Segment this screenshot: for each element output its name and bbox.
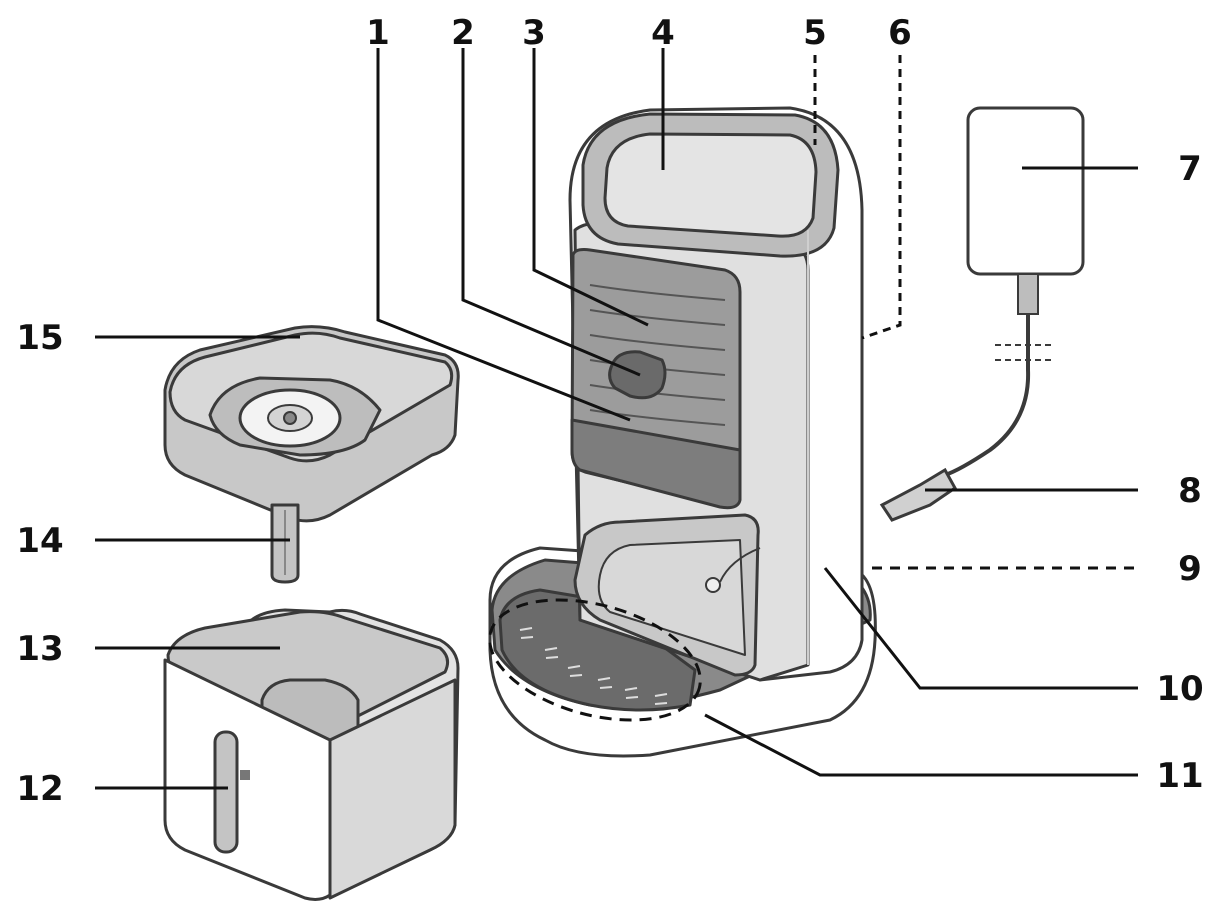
leader-lines bbox=[95, 48, 1138, 790]
tray-spout bbox=[705, 577, 721, 593]
callout-6: 6 bbox=[888, 13, 912, 53]
control-panel-highlight bbox=[488, 598, 702, 722]
adapter-strain-relief bbox=[1017, 273, 1039, 315]
cable-break bbox=[995, 344, 1055, 361]
callout-3: 3 bbox=[522, 13, 546, 53]
tank-side bbox=[328, 678, 457, 900]
leader-2 bbox=[461, 48, 641, 377]
leader-10 bbox=[823, 567, 1138, 690]
callout-13: 13 bbox=[16, 629, 63, 669]
tank-level-window bbox=[213, 730, 239, 854]
callout-7: 7 bbox=[1178, 149, 1202, 189]
filter-valve-center bbox=[283, 411, 297, 425]
water-tank bbox=[163, 608, 460, 901]
dc-plug bbox=[879, 467, 957, 522]
max-mark bbox=[240, 770, 250, 780]
callout-9: 9 bbox=[1178, 549, 1202, 589]
adapter-body bbox=[966, 106, 1085, 276]
tray-spout-line bbox=[719, 547, 761, 583]
callout-5: 5 bbox=[803, 13, 827, 53]
power-adapter bbox=[879, 106, 1085, 522]
callout-8: 8 bbox=[1178, 471, 1202, 511]
control-buttons bbox=[519, 627, 668, 705]
leader-6 bbox=[861, 55, 902, 340]
callout-11: 11 bbox=[1156, 756, 1203, 796]
callout-14: 14 bbox=[16, 521, 63, 561]
callout-4: 4 bbox=[651, 13, 675, 53]
leader-3 bbox=[532, 48, 649, 327]
leader-11 bbox=[704, 713, 1138, 777]
adapter-cable bbox=[944, 314, 1031, 477]
callout-15: 15 bbox=[16, 318, 63, 358]
callout-12: 12 bbox=[16, 769, 63, 809]
callout-2: 2 bbox=[451, 13, 475, 53]
filter-cover bbox=[163, 325, 460, 584]
callout-numbers: 1 2 3 4 5 6 7 8 9 10 11 12 13 14 15 bbox=[16, 13, 1203, 809]
top-lid bbox=[603, 132, 818, 238]
control-panel bbox=[498, 588, 697, 712]
panel-lower-band bbox=[570, 418, 742, 510]
callout-1: 1 bbox=[366, 13, 390, 53]
callout-10: 10 bbox=[1156, 669, 1203, 709]
leader-1 bbox=[376, 48, 631, 422]
main-unit bbox=[488, 106, 877, 758]
water-tray-inner bbox=[597, 539, 746, 656]
